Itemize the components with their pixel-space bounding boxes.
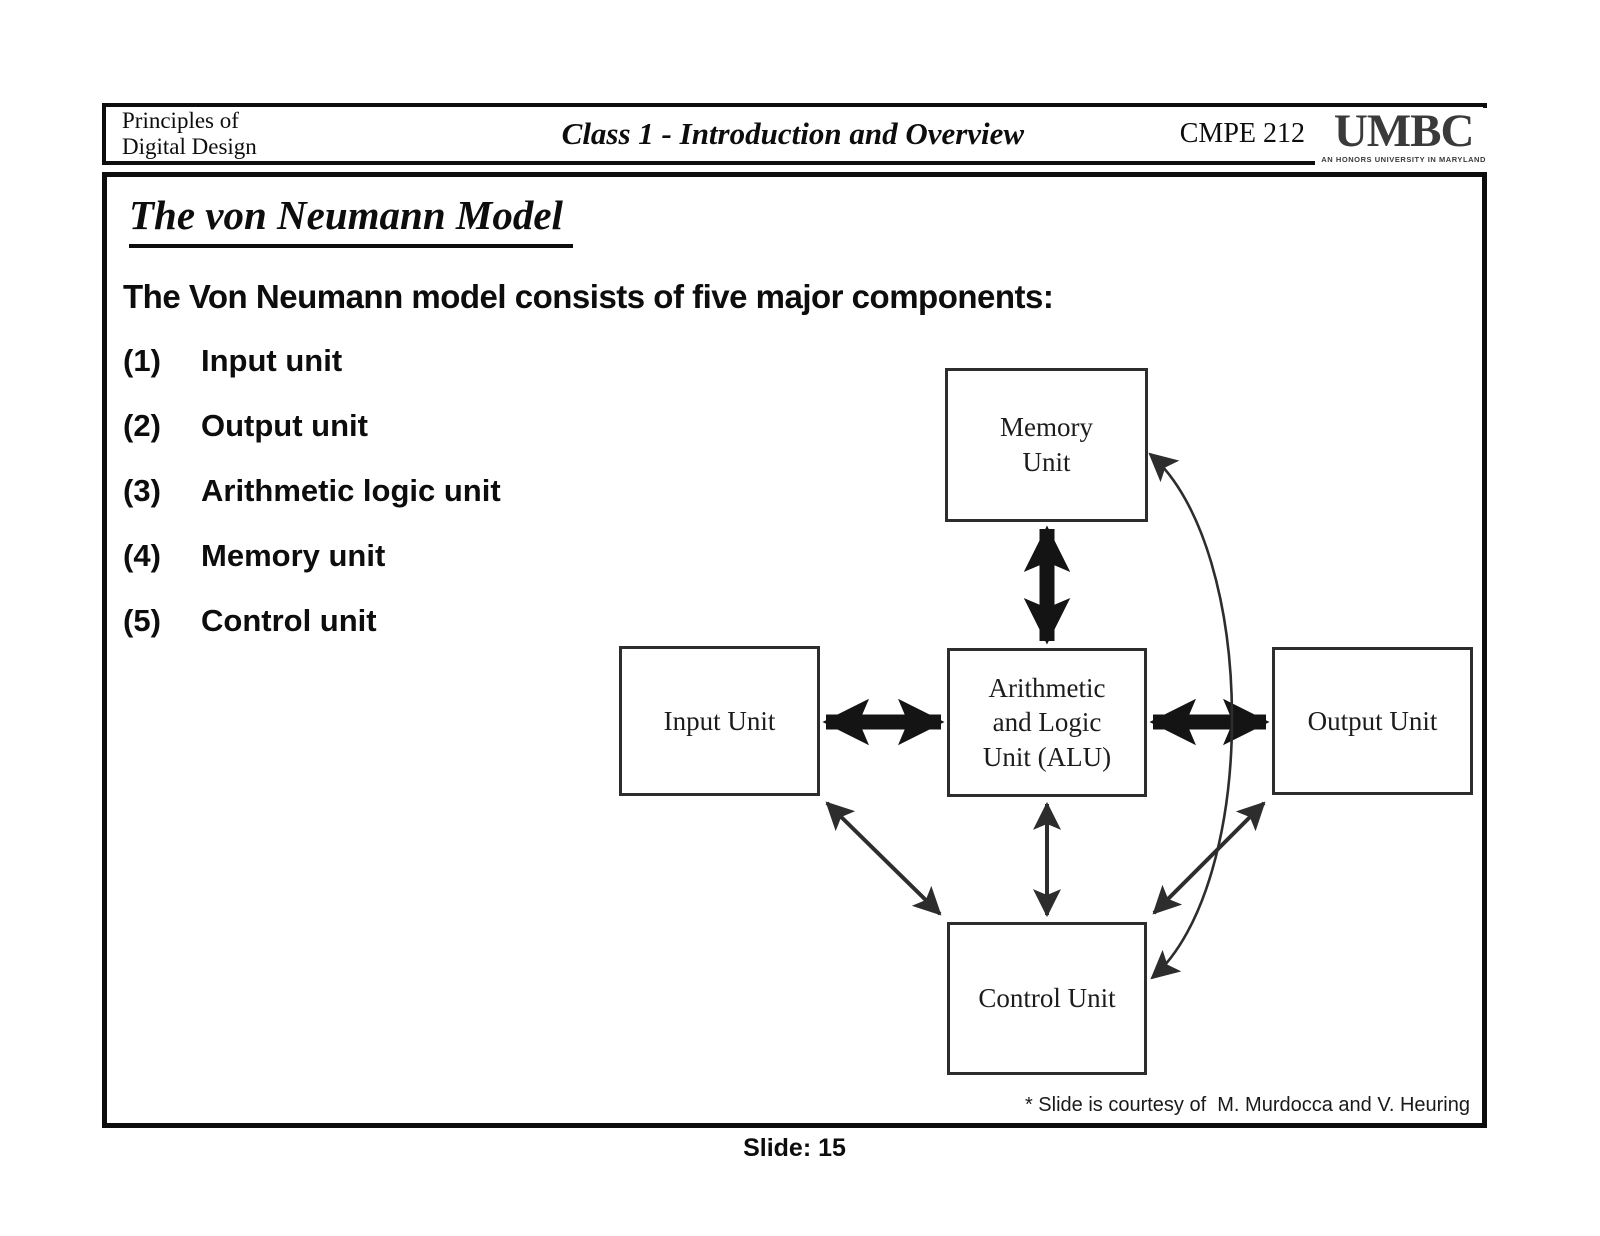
item-number: (2) bbox=[123, 408, 161, 443]
item-label: Output unit bbox=[201, 408, 368, 443]
box-label-line: Arithmetic bbox=[988, 672, 1106, 703]
arrow-output-control bbox=[1152, 801, 1266, 915]
item-label: Memory unit bbox=[201, 538, 386, 573]
class-title: Class 1 - Introduction and Overview bbox=[561, 116, 1025, 151]
slide-title: The von Neumann Model bbox=[129, 191, 573, 248]
input-unit-box: Input Unit bbox=[619, 646, 820, 796]
arrow-input-control bbox=[825, 801, 942, 916]
list-item: (5) Control unit bbox=[123, 603, 1482, 639]
box-label-line: and Logic bbox=[992, 707, 1102, 738]
alu-box: Arithmetic and Logic Unit (ALU) bbox=[947, 648, 1147, 797]
course-code: CMPE 212 bbox=[1179, 118, 1305, 149]
list-item: (3) Arithmetic logic unit bbox=[123, 473, 1482, 509]
box-label-line: Unit bbox=[1022, 447, 1071, 477]
umbc-logo: UMBC AN HONORS UNIVERSITY IN MARYLAND bbox=[1315, 105, 1489, 167]
item-number: (5) bbox=[123, 603, 161, 638]
box-label-line: Input Unit bbox=[663, 705, 776, 736]
slide-number: Slide: 15 bbox=[743, 1134, 846, 1162]
box-label-line: Unit (ALU) bbox=[982, 741, 1112, 772]
umbc-logo-text: UMBC bbox=[1333, 105, 1475, 157]
control-unit-box: Control Unit bbox=[947, 922, 1147, 1075]
von-neumann-diagram-arrows bbox=[822, 452, 1270, 980]
item-number: (3) bbox=[123, 473, 161, 508]
list-item: (1) Input unit bbox=[123, 343, 1482, 379]
list-item: (2) Output unit bbox=[123, 408, 1482, 444]
memory-unit-box: Memory Unit bbox=[945, 368, 1148, 522]
box-label-line: Memory bbox=[1000, 412, 1093, 443]
box-label-line: Output Unit bbox=[1307, 705, 1438, 736]
item-number: (4) bbox=[123, 538, 161, 573]
course-name-line2: Digital Design bbox=[122, 134, 257, 159]
item-label: Input unit bbox=[201, 343, 343, 378]
item-number: (1) bbox=[123, 343, 161, 378]
item-label: Control unit bbox=[201, 603, 377, 638]
slide-header: Principles of Digital Design Class 1 - I… bbox=[102, 103, 1489, 167]
list-item: (4) Memory unit bbox=[123, 538, 1482, 574]
intro-text: The Von Neumann model consists of five m… bbox=[123, 278, 1054, 315]
item-label: Arithmetic logic unit bbox=[201, 473, 501, 508]
course-name: Principles of Digital Design bbox=[106, 108, 446, 161]
course-name-line1: Principles of bbox=[122, 107, 239, 133]
attribution-note: * Slide is courtesy of M. Murdocca and V… bbox=[1024, 1094, 1470, 1116]
output-unit-box: Output Unit bbox=[1272, 647, 1473, 795]
arrow-memory-control-curve bbox=[1148, 452, 1234, 980]
umbc-logo-tagline: AN HONORS UNIVERSITY IN MARYLAND bbox=[1321, 155, 1486, 165]
component-list: (1) Input unit (2) Output unit (3) Arith… bbox=[123, 343, 1482, 639]
box-label-line: Control Unit bbox=[978, 983, 1116, 1014]
slide-body: The von Neumann Model The Von Neumann mo… bbox=[102, 172, 1487, 1128]
